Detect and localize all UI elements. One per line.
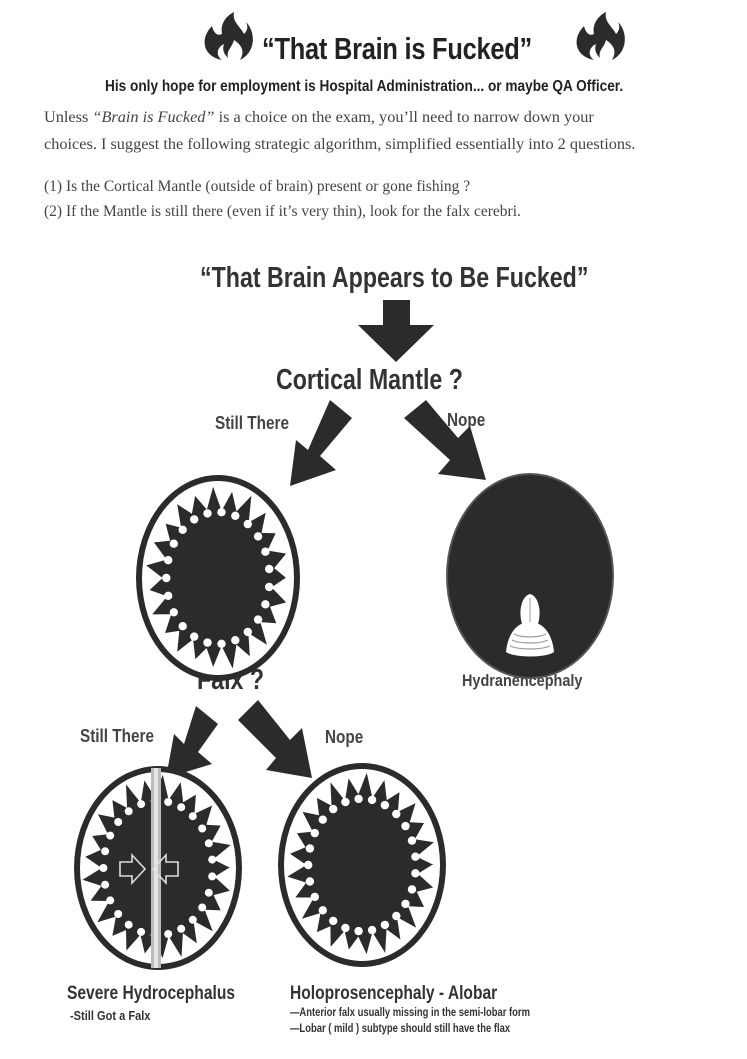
flowchart-heading: “That Brain Appears to Be Fucked”: [200, 262, 589, 294]
hydrocephalus-note: -Still Got a Falx: [70, 1008, 151, 1023]
holoprosencephaly-note-1: —Anterior falx usually missing in the se…: [290, 1007, 530, 1019]
brain-severe-hydrocephalus: [74, 766, 242, 970]
result-severe-hydrocephalus: Severe Hydrocephalus: [67, 983, 235, 1004]
label-still-there-2: Still There: [80, 726, 154, 746]
holoprosencephaly-note-2: —Lobar ( mild ) subtype should still hav…: [290, 1023, 511, 1035]
brain-cortical-mantle-present: [136, 475, 300, 681]
intro-line-2: choices. I suggest the following strateg…: [44, 134, 636, 153]
question-2: (2) If the Mantle is still there (even i…: [44, 203, 521, 220]
label-nope-2: Nope: [325, 727, 364, 747]
label-nope-1: Nope: [447, 410, 486, 430]
intro-line-1: Unless “Brain is Fucked” is a choice on …: [44, 107, 594, 126]
label-still-there-1: Still There: [215, 413, 289, 433]
page-title: “That Brain is Fucked”: [262, 31, 533, 66]
brain-alobar-holoprosencephaly: [278, 763, 446, 967]
question-1: (1) Is the Cortical Mantle (outside of b…: [44, 178, 471, 195]
brain-hydranencephaly: [446, 473, 614, 679]
question-cortical-mantle: Cortical Mantle ?: [276, 364, 463, 396]
page-subtitle: His only hope for employment is Hospital…: [105, 78, 624, 95]
question-falx: Falx ?: [197, 664, 265, 696]
result-hydranencephaly: Hydranencephaly: [462, 671, 583, 690]
result-holoprosencephaly: Holoprosencephaly - Alobar: [290, 983, 498, 1004]
